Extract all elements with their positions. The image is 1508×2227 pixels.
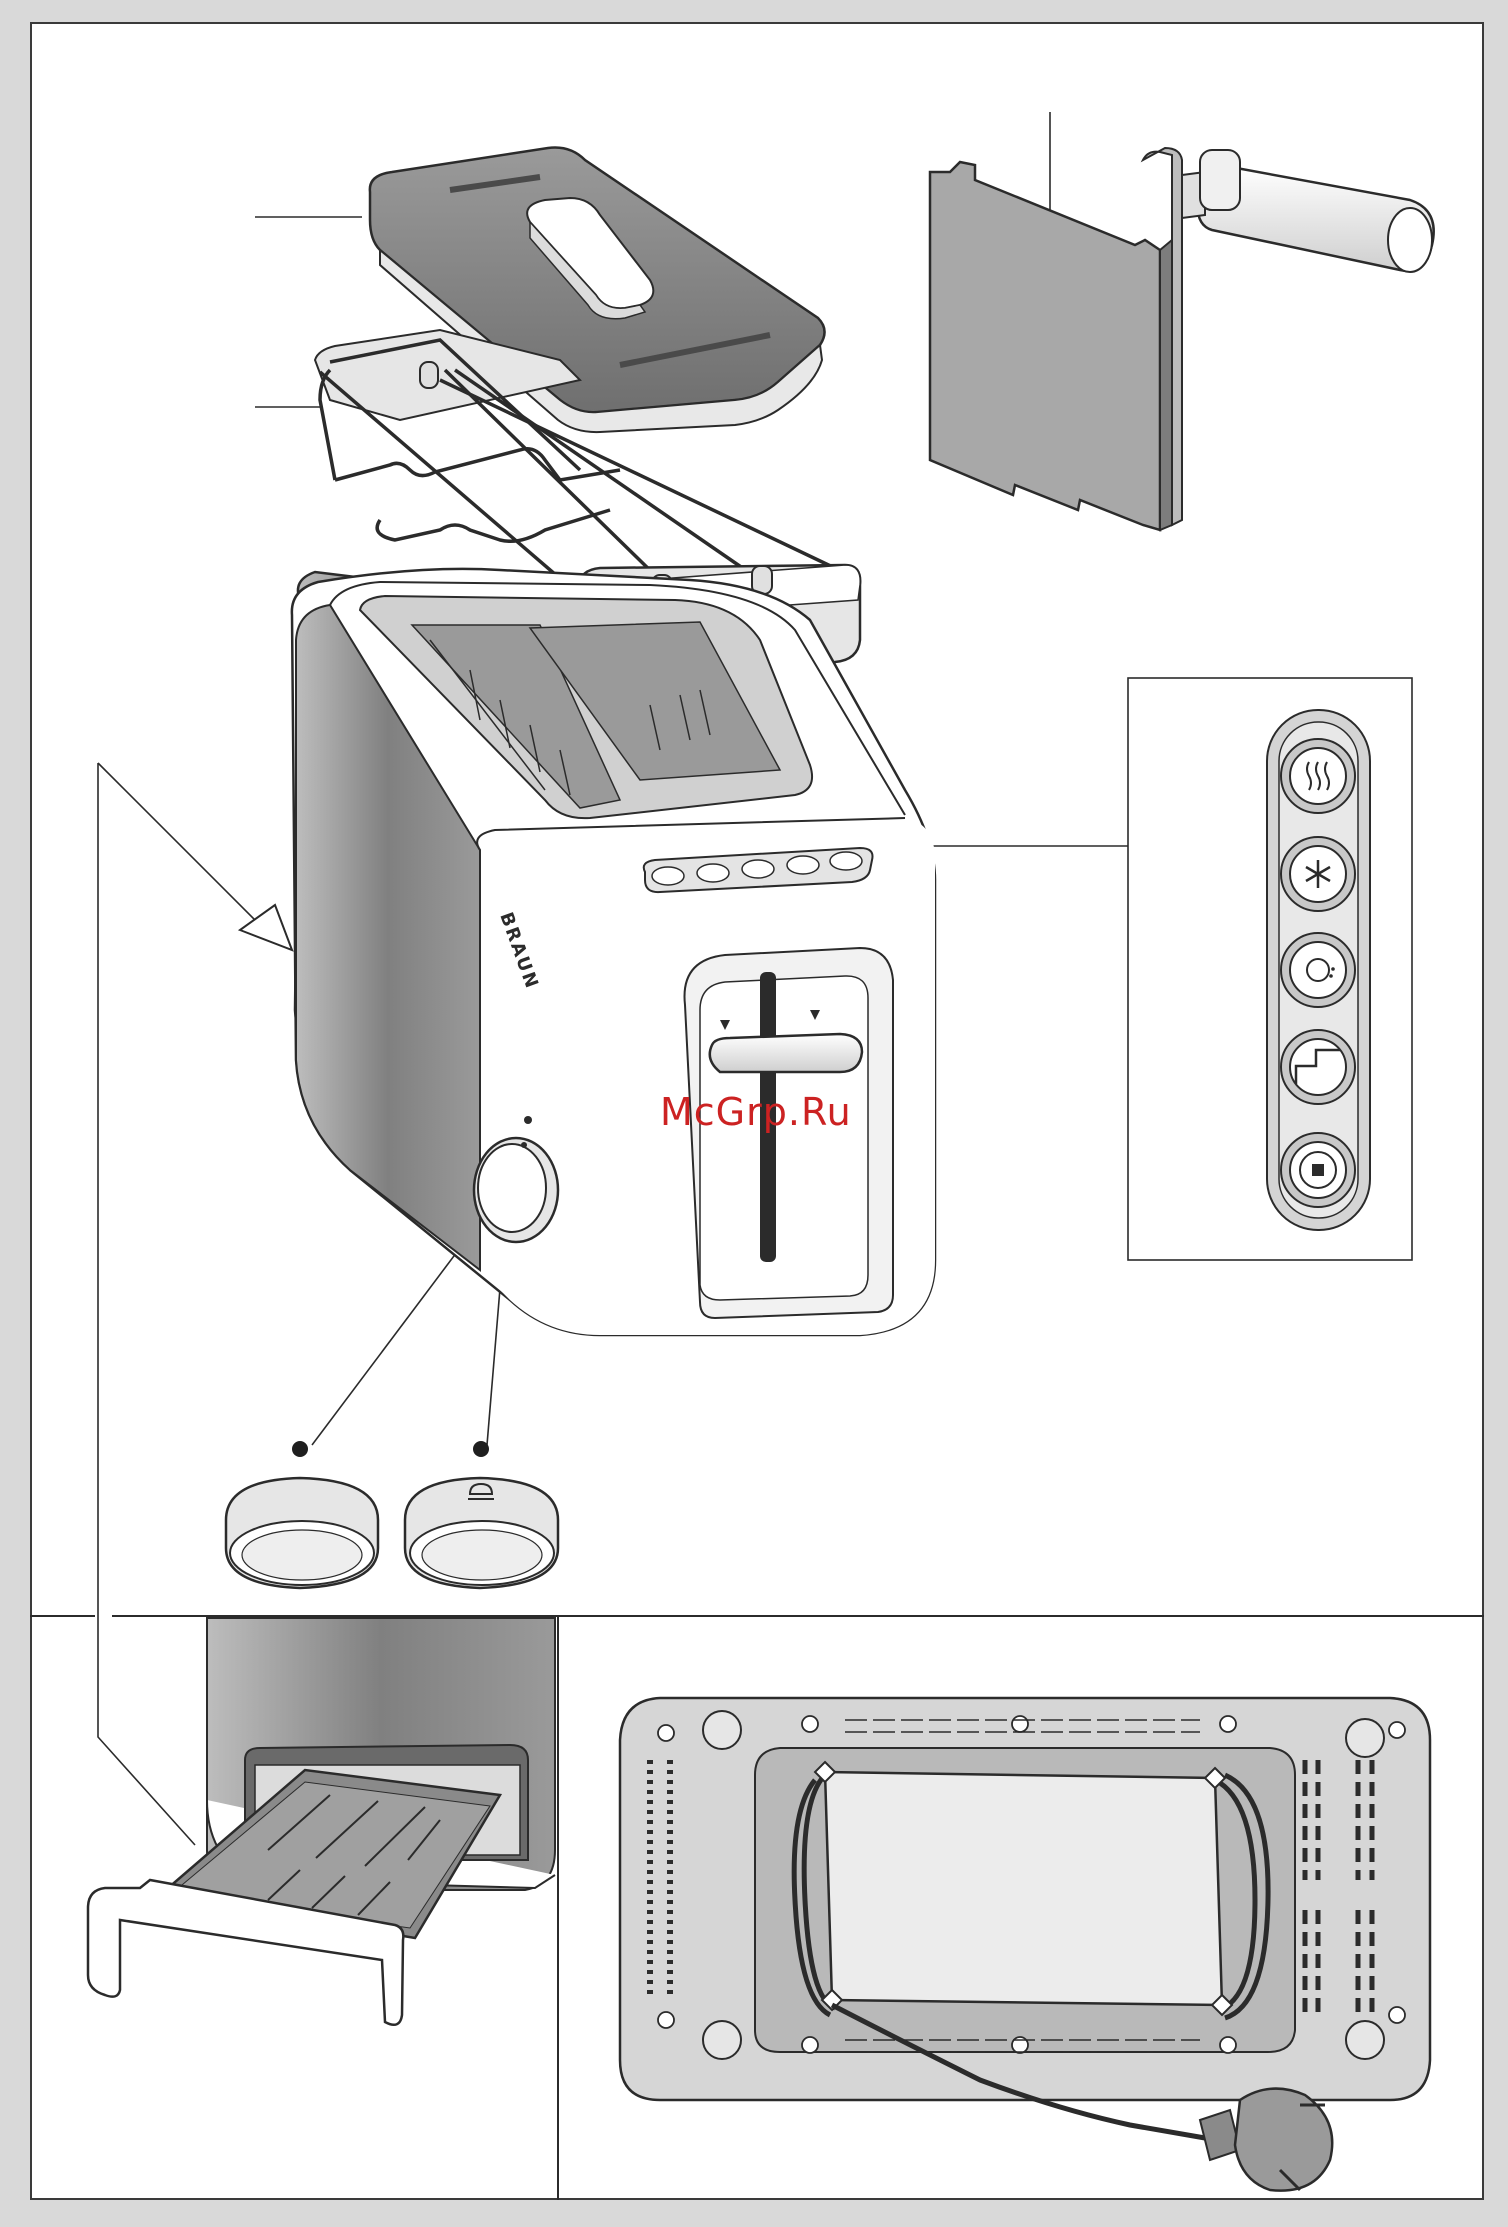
lift-up-icon[interactable]: [1281, 1030, 1355, 1104]
knob-cap-plain: [226, 1441, 378, 1588]
knob-cap-bun: [405, 1441, 558, 1588]
plug: [1200, 2089, 1332, 2191]
stop-icon[interactable]: [1281, 1133, 1355, 1207]
toaster-underside: [620, 1698, 1430, 2191]
control-panel-detail: [1128, 678, 1412, 1260]
snowflake-icon[interactable]: [1281, 837, 1355, 911]
bun-warm-icon[interactable]: [742, 860, 774, 878]
lift-lever[interactable]: [710, 1034, 862, 1072]
lift-up-icon[interactable]: [697, 864, 729, 882]
watermark-text: McGrp.Ru: [660, 1090, 852, 1134]
heat-waves-icon[interactable]: [830, 852, 862, 870]
crumb-tray: [930, 148, 1434, 530]
crumb-tray-detail: [88, 1618, 555, 2025]
heat-waves-icon[interactable]: [1281, 739, 1355, 813]
bun-warm-icon[interactable]: [1281, 933, 1355, 1007]
cord-cover-plate: [825, 1772, 1222, 2005]
stop-icon[interactable]: [652, 867, 684, 885]
snowflake-icon[interactable]: [787, 856, 819, 874]
